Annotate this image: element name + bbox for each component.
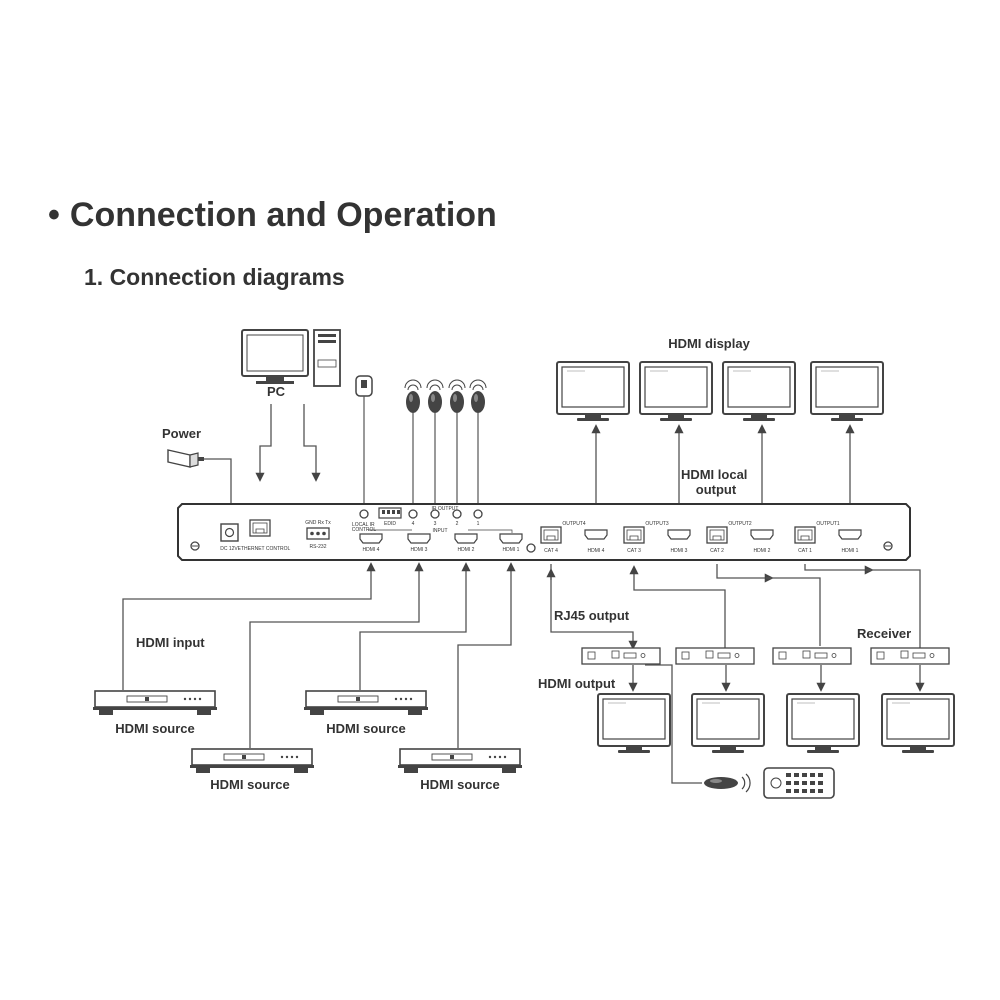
tv-display-icon xyxy=(881,693,955,754)
ir-emitter-icon xyxy=(426,379,444,504)
hdmi-source-label: HDMI source xyxy=(420,777,499,792)
hdmi-display-icon xyxy=(722,361,796,422)
output-group-label: OUTPUT3 xyxy=(645,521,669,527)
rs232-pins-label: GND Rx Tx xyxy=(305,520,331,526)
pc-icon xyxy=(241,329,341,387)
input-label: INPUT xyxy=(433,528,448,534)
hdmi-display-icon xyxy=(810,361,884,422)
ir-emitter-icon xyxy=(448,379,466,504)
hdmi-source-label: HDMI source xyxy=(210,777,289,792)
power-label: Power xyxy=(162,426,201,441)
matrix-rear-panel: DC 12V ETHERNET CONTROL GND Rx Tx RS-232… xyxy=(177,503,911,561)
hdmi-input-wire xyxy=(359,562,471,690)
output-group-label: OUTPUT4 xyxy=(562,521,586,527)
ir-receiver-icon xyxy=(355,375,373,504)
section-title: Connection and Operation xyxy=(69,196,497,234)
receiver-box-icon xyxy=(870,647,950,665)
hdmi-source-icon xyxy=(303,690,429,716)
receiver-box-icon xyxy=(581,647,661,665)
local-ir-label: LOCAL IR CONTROL xyxy=(352,522,377,533)
hdmi-output-port-label: HDMI 1 xyxy=(842,548,859,554)
hdmi-source-label: HDMI source xyxy=(326,721,405,736)
ir-num: 3 xyxy=(434,521,437,527)
rj45-output-wire xyxy=(633,580,726,648)
ir-emitter-icon xyxy=(404,379,422,504)
hdmi-output-label: HDMI output xyxy=(538,676,616,691)
tv-display-icon xyxy=(691,693,765,754)
rj45-output-wire xyxy=(716,564,774,583)
hdmi-input-wire xyxy=(457,562,516,748)
receiver-label: Receiver xyxy=(857,626,911,641)
receiver-box-icon xyxy=(772,647,852,665)
hdmi-input-label: HDMI input xyxy=(136,635,205,650)
pc-ethernet-wire xyxy=(255,404,272,482)
cat-port-label: CAT 2 xyxy=(710,548,724,554)
rj45-output-wire xyxy=(766,577,821,646)
hdmi-display-icon xyxy=(639,361,713,422)
ir-emitter-icon xyxy=(469,379,487,504)
hdmi-input-wire xyxy=(249,562,424,748)
rj45-output-label: RJ45 output xyxy=(554,608,630,623)
rj45-output-wire xyxy=(550,564,633,648)
cat-port-label: CAT 1 xyxy=(798,548,812,554)
ir-receiver-dongle-icon xyxy=(704,773,751,793)
ir-output-label: IR OUTPUT xyxy=(432,506,459,512)
edid-label: EDID xyxy=(384,521,396,527)
hdmi-display-label: HDMI display xyxy=(668,336,750,351)
tv-display-icon xyxy=(597,693,671,754)
pc-rs232-wire xyxy=(303,404,321,482)
remote-control-icon xyxy=(763,767,835,799)
hdmi-output-port-label: HDMI 4 xyxy=(588,548,605,554)
section-heading: •Connection and Operation xyxy=(48,196,497,235)
output-group-label: OUTPUT2 xyxy=(728,521,752,527)
hdmi-source-icon xyxy=(397,748,523,774)
ir-num: 2 xyxy=(456,521,459,527)
hdmi-input-wire xyxy=(122,562,376,690)
ir-num: 1 xyxy=(477,521,480,527)
tv-display-icon xyxy=(786,693,860,754)
ir-extender-wire xyxy=(645,664,702,784)
hdmi-input-port-label: HDMI 3 xyxy=(411,547,428,553)
rj45-output-wire xyxy=(866,569,921,648)
cat-port-label: CAT 3 xyxy=(627,548,641,554)
rs232-label: RS-232 xyxy=(310,544,327,550)
hdmi-output-port-label: HDMI 2 xyxy=(754,548,771,554)
hdmi-output-port-label: HDMI 3 xyxy=(671,548,688,554)
hdmi-source-icon xyxy=(189,748,315,774)
rj45-output-wire xyxy=(804,564,874,575)
power-adapter-icon xyxy=(167,449,204,468)
hdmi-input-port-label: HDMI 2 xyxy=(458,547,475,553)
subsection-title: 1. Connection diagrams xyxy=(84,264,345,290)
hdmi-source-label: HDMI source xyxy=(115,721,194,736)
receiver-box-icon xyxy=(675,647,755,665)
output-group-label: OUTPUT1 xyxy=(816,521,840,527)
power-wire xyxy=(204,458,232,504)
ethernet-label: ETHERNET CONTROL xyxy=(238,546,291,552)
hdmi-source-icon xyxy=(92,690,218,716)
pc-label: PC xyxy=(267,384,286,399)
bullet: • xyxy=(48,196,60,234)
hdmi-local-output-label: HDMI local output xyxy=(681,467,751,497)
dc-label: DC 12V xyxy=(220,546,238,552)
hdmi-display-icon xyxy=(556,361,630,422)
cat-port-label: CAT 4 xyxy=(544,548,558,554)
hdmi-input-port-label: HDMI 4 xyxy=(363,547,380,553)
ir-num: 4 xyxy=(412,521,415,527)
hdmi-input-port-label: HDMI 1 xyxy=(503,547,520,553)
